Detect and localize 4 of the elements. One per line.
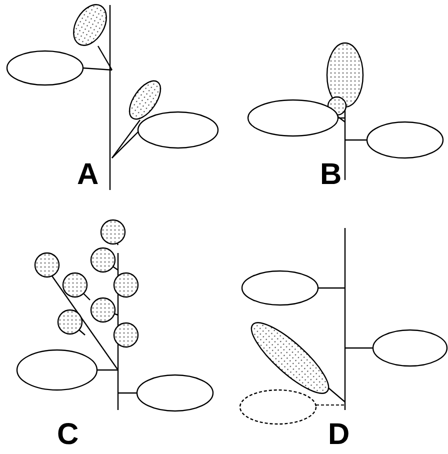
panel-letter: A bbox=[77, 160, 99, 190]
panel-letter: D bbox=[328, 420, 350, 450]
panel-letter: C bbox=[57, 420, 79, 450]
panel-letter: B bbox=[320, 160, 342, 190]
